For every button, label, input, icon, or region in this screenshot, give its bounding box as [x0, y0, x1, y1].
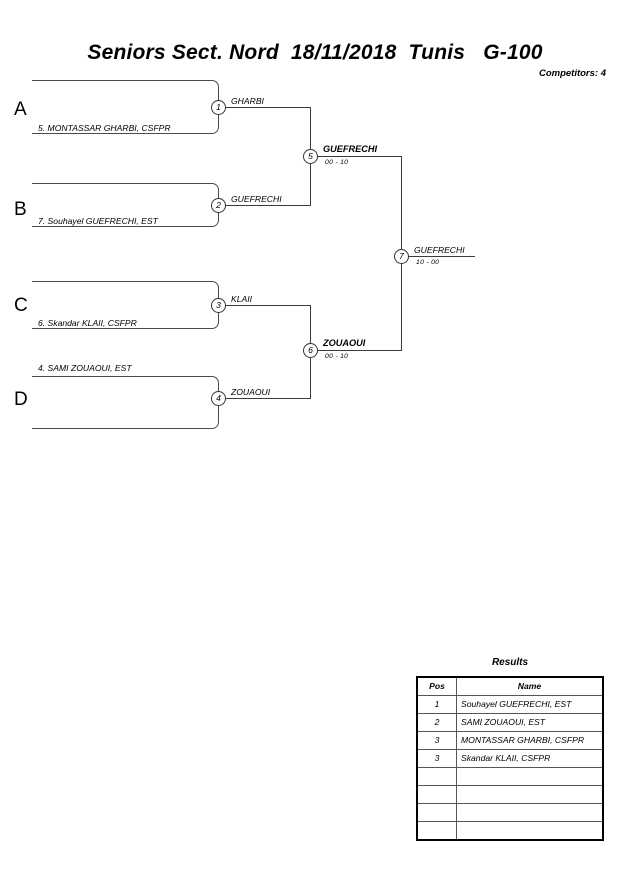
match-circle-7[interactable]: 7: [394, 249, 409, 264]
final-winner-line: [409, 256, 475, 257]
match-4-winner: ZOUAOUI: [231, 387, 271, 397]
table-row: 2 SAMI ZOUAOUI, EST: [416, 713, 604, 732]
match-circle-1[interactable]: 1: [211, 100, 226, 115]
result-name: [456, 821, 604, 841]
result-pos: 1: [416, 695, 457, 714]
table-row: 1 Souhayel GUEFRECHI, EST: [416, 695, 604, 714]
match-6-score: 00 - 10: [325, 353, 349, 360]
player-name-b: 7. Souhayel GUEFRECHI, EST: [38, 216, 158, 226]
match-5-connector: [318, 156, 402, 157]
match-circle-6[interactable]: 6: [303, 343, 318, 358]
match-3-winner: KLAII: [231, 294, 253, 304]
match-3-connector: [226, 305, 311, 306]
match-4-connector: [226, 398, 311, 399]
match-1-winner: GHARBI: [231, 96, 264, 106]
table-row: [416, 803, 604, 822]
match-circle-5[interactable]: 5: [303, 149, 318, 164]
results-table: Pos Name 1 Souhayel GUEFRECHI, EST 2 SAM…: [416, 676, 604, 841]
section-label-c: C: [14, 295, 28, 316]
match-circle-4[interactable]: 4: [211, 391, 226, 406]
final-score: 10 - 00: [416, 259, 440, 266]
table-row: [416, 767, 604, 786]
results-header-row: Pos Name: [416, 676, 604, 696]
competitors-count: Competitors: 4: [538, 68, 606, 79]
results-col-pos: Pos: [416, 676, 457, 696]
result-pos: [416, 803, 457, 822]
match-circle-3[interactable]: 3: [211, 298, 226, 313]
result-pos: 2: [416, 713, 457, 732]
match-5-winner: GUEFRECHI: [323, 144, 378, 154]
section-label-a: A: [14, 99, 27, 120]
section-label-d: D: [14, 389, 28, 410]
final-winner: GUEFRECHI: [414, 245, 465, 255]
result-pos: [416, 785, 457, 804]
result-name: Souhayel GUEFRECHI, EST: [456, 695, 604, 714]
results-col-name: Name: [456, 676, 604, 696]
result-name: [456, 785, 604, 804]
player-name-c: 6. Skandar KLAII, CSFPR: [38, 318, 137, 328]
match-6-winner: ZOUAOUI: [323, 338, 366, 348]
result-name: SAMI ZOUAOUI, EST: [456, 713, 604, 732]
match-2-connector: [226, 205, 311, 206]
section-label-b: B: [14, 199, 27, 220]
result-name: [456, 803, 604, 822]
result-pos: 3: [416, 731, 457, 750]
table-row: [416, 785, 604, 804]
result-pos: 3: [416, 749, 457, 768]
result-name: [456, 767, 604, 786]
table-row: 3 Skandar KLAII, CSFPR: [416, 749, 604, 768]
match-1-connector: [226, 107, 311, 108]
table-row: [416, 821, 604, 841]
match-2-winner: GUEFRECHI: [231, 194, 282, 204]
result-pos: [416, 821, 457, 841]
player-name-d: 4. SAMI ZOUAOUI, EST: [38, 363, 132, 373]
match-circle-2[interactable]: 2: [211, 198, 226, 213]
table-row: 3 MONTASSAR GHARBI, CSFPR: [416, 731, 604, 750]
match-6-connector: [318, 350, 402, 351]
page-title: Seniors Sect. Nord 18/11/2018 Tunis G-10…: [87, 41, 543, 64]
results-title: Results: [491, 657, 529, 668]
player-name-a: 5. MONTASSAR GHARBI, CSFPR: [38, 123, 171, 133]
result-name: Skandar KLAII, CSFPR: [456, 749, 604, 768]
result-name: MONTASSAR GHARBI, CSFPR: [456, 731, 604, 750]
result-pos: [416, 767, 457, 786]
bracket-pair-d: [32, 376, 219, 429]
match-5-score: 00 - 10: [325, 159, 349, 166]
